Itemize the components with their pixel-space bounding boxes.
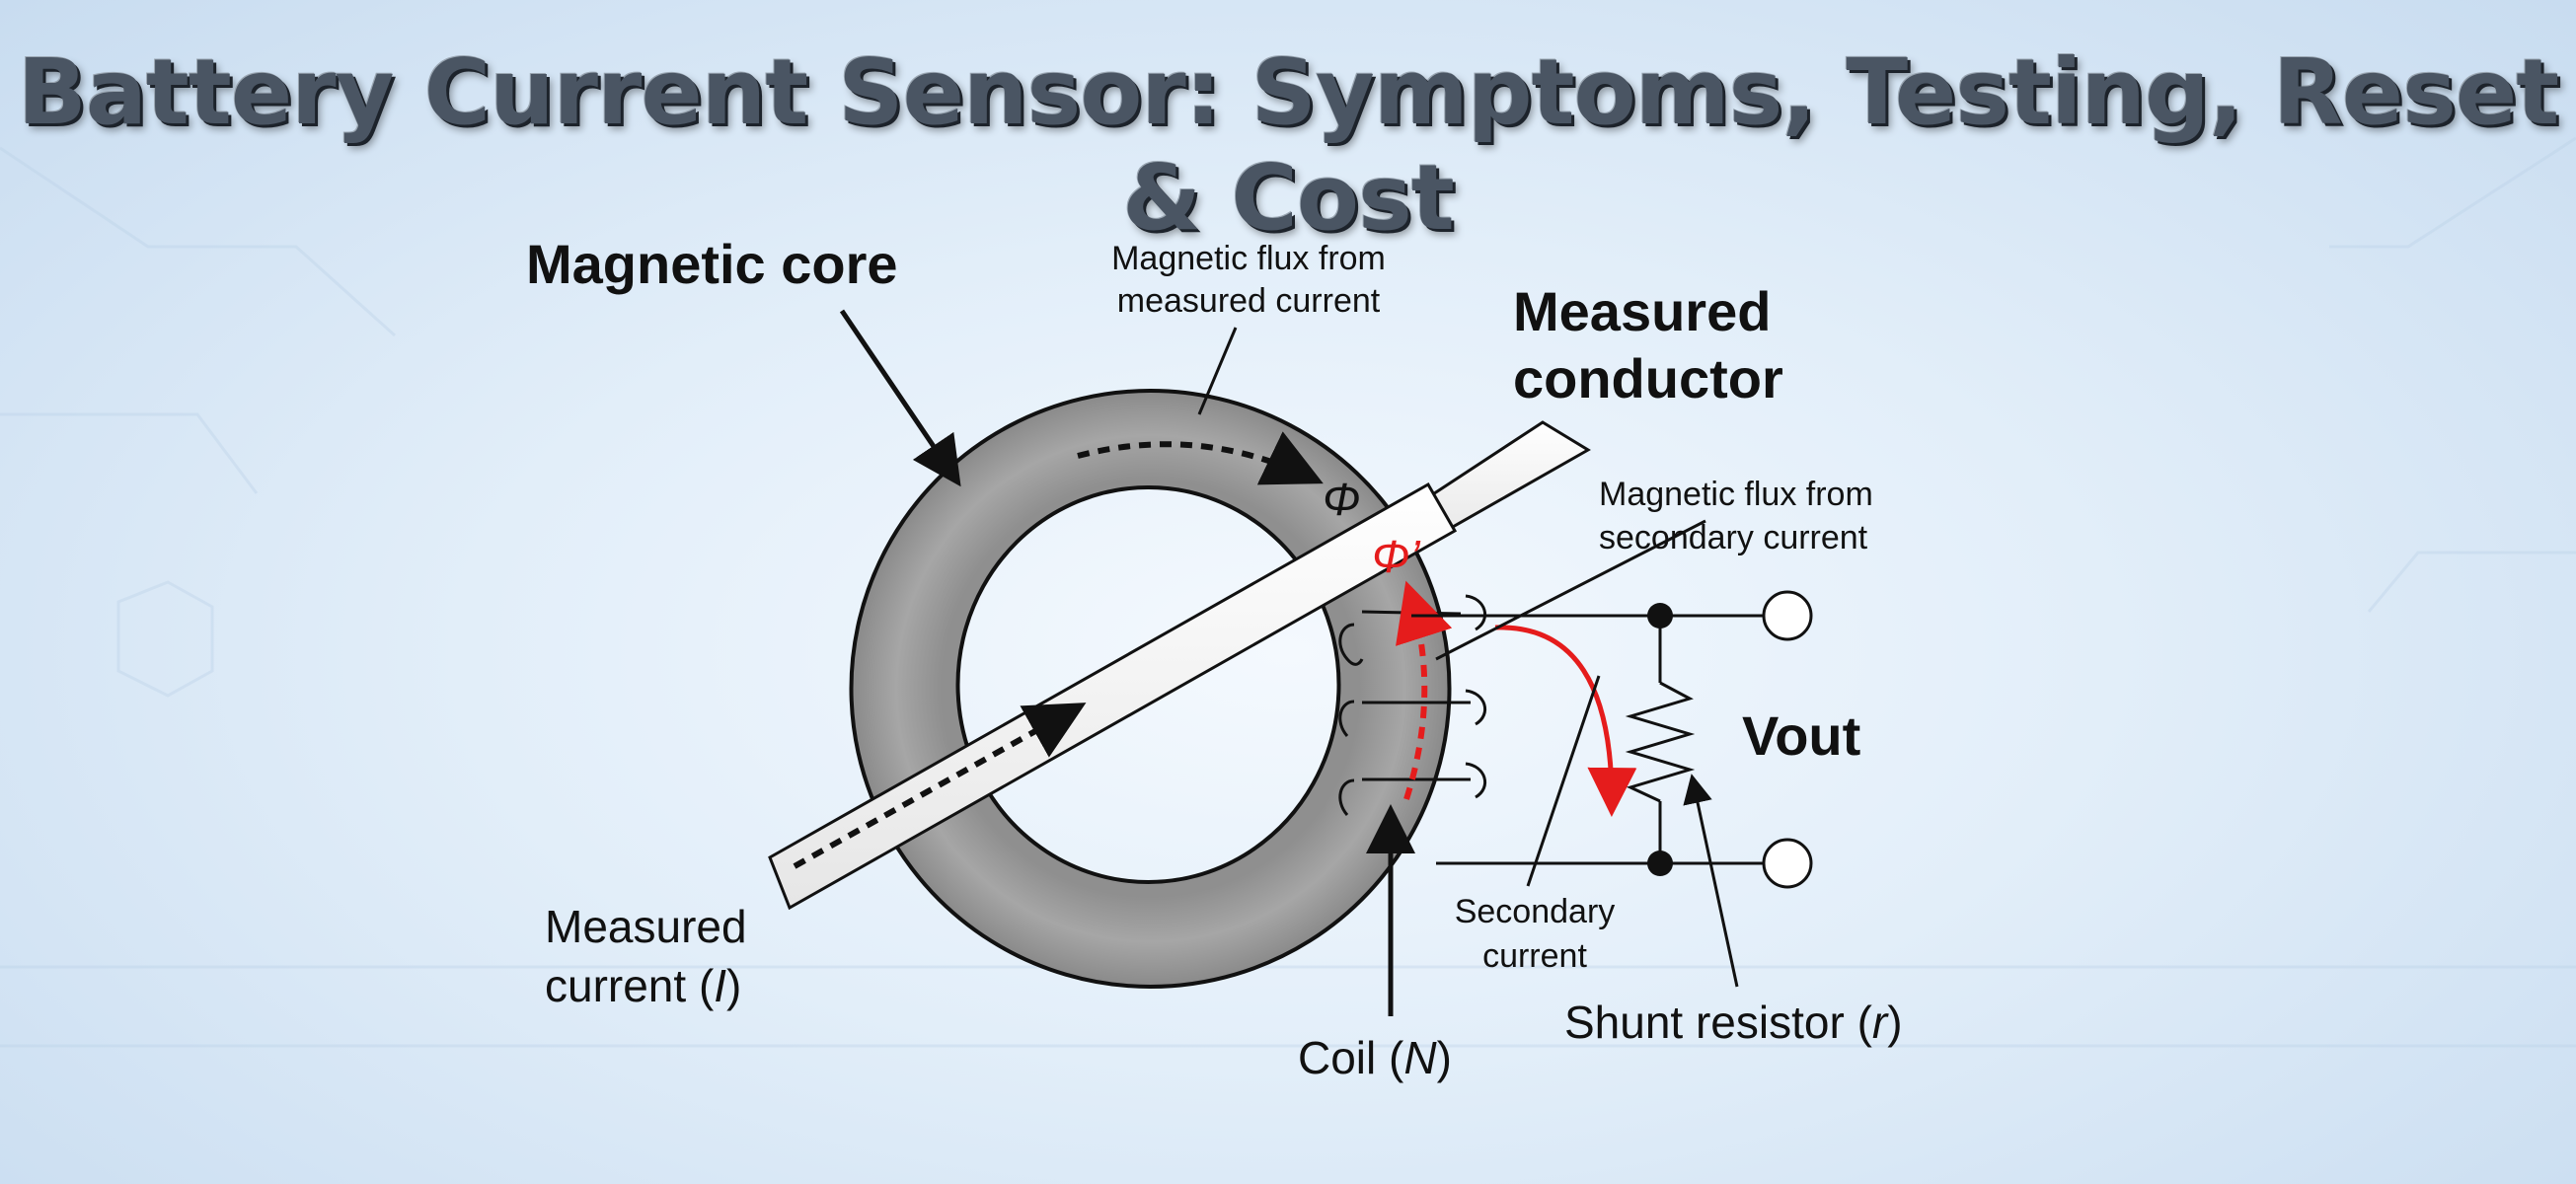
label-flux-secondary-line2: secondary current bbox=[1599, 519, 1868, 556]
label-magnetic-core: Magnetic core bbox=[526, 233, 898, 295]
vout-terminal-top[interactable] bbox=[1762, 590, 1813, 641]
label-measured-current-line2: current (I) bbox=[545, 960, 741, 1011]
label-vout: Vout bbox=[1742, 704, 1860, 767]
label-measured-conductor-line1: Measured bbox=[1513, 280, 1771, 342]
label-secondary-current-line1: Secondary bbox=[1455, 893, 1616, 930]
secondary-flux-arrow bbox=[1396, 580, 1453, 800]
label-flux-measured-line2: measured current bbox=[1117, 282, 1381, 320]
label-coil: Coil (N) bbox=[1298, 1032, 1452, 1083]
secondary-current-arrow bbox=[1494, 625, 1637, 817]
label-measured-conductor-line2: conductor bbox=[1513, 347, 1783, 409]
circuit-node-top bbox=[1647, 603, 1673, 629]
background-decoration bbox=[0, 136, 2576, 1048]
sensor-circuit bbox=[1411, 614, 1767, 865]
label-secondary-current-line2: current bbox=[1482, 937, 1587, 975]
label-flux-secondary-line1: Magnetic flux from bbox=[1599, 476, 1873, 513]
measured-flux-arrow bbox=[1077, 431, 1324, 485]
label-measured-current-line1: Measured bbox=[545, 901, 747, 952]
label-phi: Φ bbox=[1323, 474, 1361, 525]
page-title: Battery Current Sensor: Symptoms, Testin… bbox=[17, 39, 2560, 251]
measured-conductor bbox=[768, 481, 1458, 911]
leader-lines bbox=[839, 309, 1739, 1016]
circuit-node-bottom bbox=[1647, 851, 1673, 876]
label-shunt-resistor: Shunt resistor (r) bbox=[1564, 997, 1903, 1048]
vout-terminal-bottom[interactable] bbox=[1762, 838, 1813, 889]
label-phi-prime: Φ’ bbox=[1372, 531, 1420, 582]
label-flux-measured-line1: Magnetic flux from bbox=[1111, 240, 1386, 277]
